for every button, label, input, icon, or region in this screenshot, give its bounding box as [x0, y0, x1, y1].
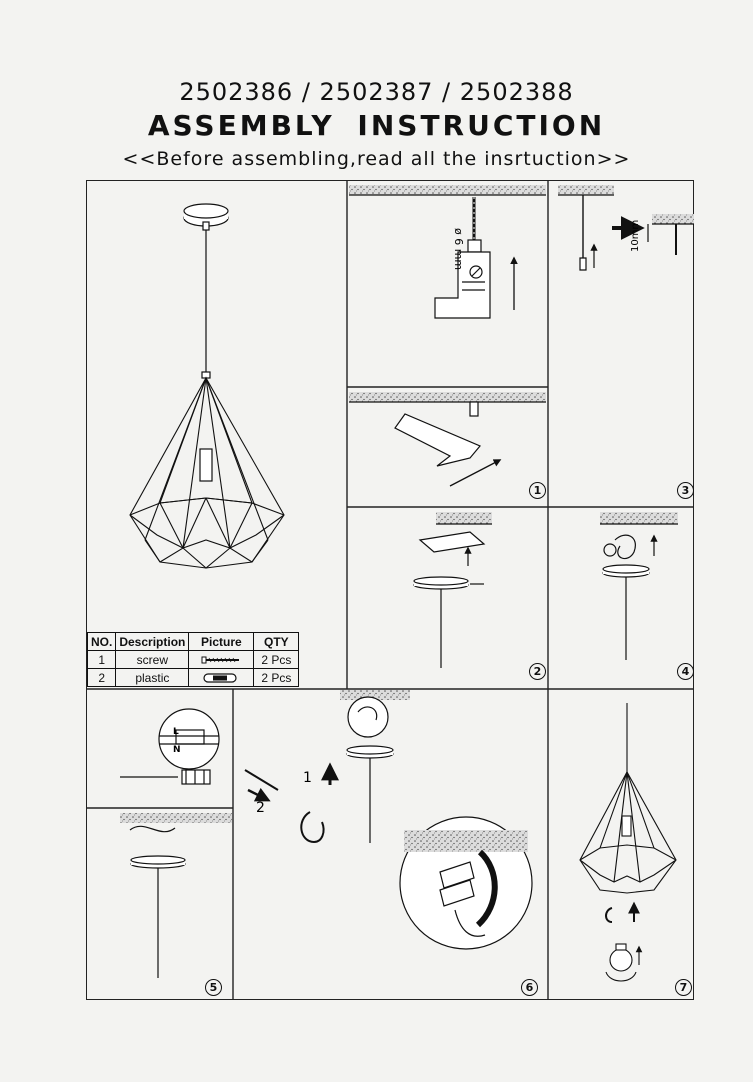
- col-no: NO.: [86, 632, 117, 651]
- terminal-label-l: L: [173, 727, 179, 737]
- parts-table: NO. Description Picture QTY 1 screw 2 Pc…: [86, 632, 300, 687]
- grid-lines: [86, 181, 694, 1000]
- step-2-number: 2: [529, 663, 546, 680]
- depth-label: 10mm: [630, 220, 641, 252]
- model-numbers: 2502386 / 2502387 / 2502388: [179, 78, 574, 106]
- row-picture: [188, 668, 255, 687]
- col-picture: Picture: [188, 632, 255, 651]
- table-row: 1 screw 2 Pcs: [86, 650, 300, 669]
- step-1-number: 1: [529, 482, 546, 499]
- screw-icon: [201, 656, 240, 664]
- step-7-bulb-install: [579, 703, 677, 982]
- step-7-number: 7: [675, 979, 692, 996]
- page-subtitle: <<Before assembling,read all the insrtuc…: [122, 148, 631, 170]
- drill-size-label: ø 6 mm: [452, 228, 465, 270]
- row-description: plastic: [115, 668, 190, 687]
- table-row: 2 plastic 2 Pcs: [86, 668, 300, 687]
- page-title: ASSEMBLY INSTRUCTION: [147, 109, 606, 142]
- arrow-label-1: 1: [303, 770, 312, 786]
- pendant-lamp-illustration: [129, 203, 285, 569]
- plastic-anchor-icon: [203, 673, 237, 683]
- col-qty: QTY: [253, 632, 300, 651]
- arrow-label-2: 2: [256, 800, 265, 816]
- row-qty: 2 Pcs: [253, 668, 300, 687]
- step-6-canopy-fix: [244, 690, 533, 950]
- row-no: 1: [86, 650, 117, 669]
- terminal-label-n: N: [173, 745, 181, 755]
- step-4-canopy-raise: [600, 512, 678, 660]
- step-1-drill-and-hammer: [349, 185, 546, 487]
- parts-table-header: NO. Description Picture QTY: [86, 632, 300, 651]
- step-5-wiring: [120, 708, 232, 978]
- row-qty: 2 Pcs: [253, 650, 300, 669]
- step-4-number: 4: [677, 663, 694, 680]
- col-description: Description: [115, 632, 190, 651]
- step-3-number: 3: [677, 482, 694, 499]
- row-no: 2: [86, 668, 117, 687]
- row-description: screw: [115, 650, 190, 669]
- step-6-number: 6: [521, 979, 538, 996]
- step-2-bracket-mount: [413, 512, 492, 668]
- instruction-frame: [86, 180, 694, 1000]
- step-3-anchor-insert: [558, 185, 694, 271]
- step-5-number: 5: [205, 979, 222, 996]
- row-picture: [188, 650, 255, 669]
